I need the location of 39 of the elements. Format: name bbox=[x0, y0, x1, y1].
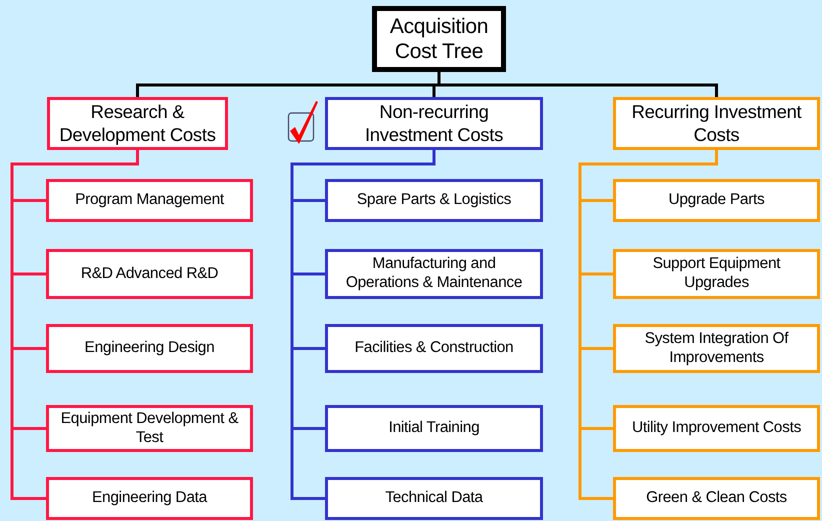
node-label: Technical Data bbox=[384, 489, 484, 508]
cost-item-box bbox=[613, 249, 820, 299]
cost-item-box bbox=[46, 405, 253, 452]
cost-item-box bbox=[325, 249, 543, 299]
cost-item-box bbox=[46, 179, 253, 222]
node-label: System Integration Of Improvements bbox=[644, 330, 790, 368]
cost-item-box bbox=[46, 477, 253, 520]
node-label: Support Equipment Upgrades bbox=[652, 255, 782, 293]
connector-line bbox=[438, 72, 718, 97]
node-label: Non-recurring Investment Costs bbox=[364, 101, 504, 146]
node-label: Spare Parts & Logistics bbox=[356, 191, 512, 210]
cost-item-box bbox=[46, 324, 253, 373]
cost-item-box bbox=[325, 324, 543, 373]
node-label: Engineering Design bbox=[84, 339, 216, 358]
node-label: Program Management bbox=[74, 191, 225, 210]
node-label: Acquisition Cost Tree bbox=[388, 14, 490, 64]
node-label: R&D Advanced R&D bbox=[80, 264, 220, 284]
node-label: Green & Clean Costs bbox=[645, 489, 788, 508]
node-label: Facilities & Construction bbox=[354, 339, 514, 358]
category-box bbox=[47, 97, 228, 150]
cost-item-box bbox=[325, 405, 543, 452]
cost-item-box bbox=[613, 324, 820, 373]
title-box bbox=[372, 6, 506, 72]
cost-item-box bbox=[325, 179, 543, 222]
node-label: Engineering Data bbox=[91, 489, 208, 508]
node-label: Upgrade Parts bbox=[667, 191, 766, 210]
node-label: Equipment Development & Test bbox=[60, 410, 240, 448]
node-label: Utility Improvement Costs bbox=[630, 419, 802, 438]
cost-item-box bbox=[613, 477, 820, 520]
cost-item-box bbox=[613, 179, 820, 222]
cost-item-box bbox=[325, 477, 543, 520]
node-label: Research & Development Costs bbox=[58, 101, 217, 146]
node-label: Manufacturing and Operations & Maintenance bbox=[344, 255, 524, 293]
node-label: Recurring Investment Costs bbox=[630, 101, 802, 146]
cost-item-box bbox=[613, 405, 820, 452]
node-label: Initial Training bbox=[388, 419, 480, 438]
category-box bbox=[613, 97, 820, 150]
cost-item-box bbox=[46, 249, 253, 299]
category-box bbox=[325, 97, 543, 150]
